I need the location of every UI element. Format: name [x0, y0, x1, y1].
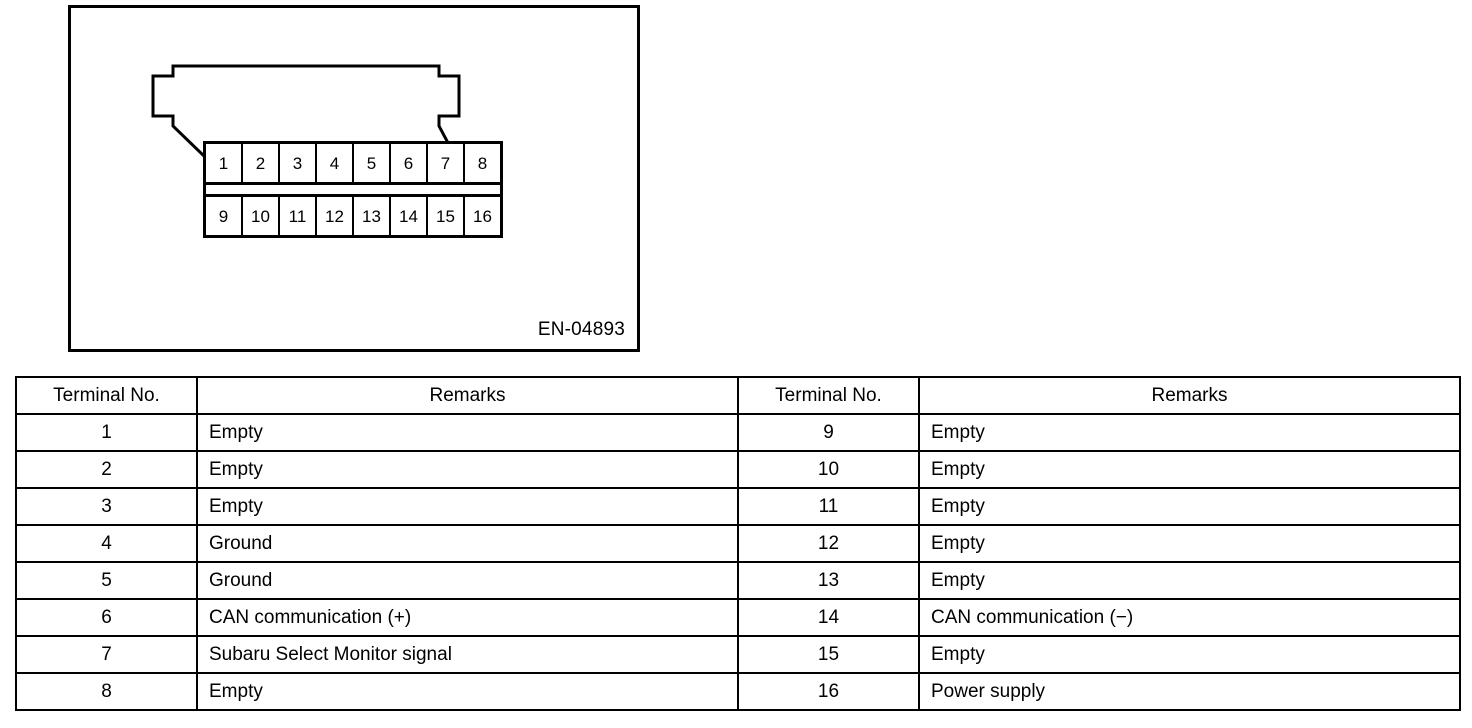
table-row: 1 Empty 9 Empty [15, 413, 1461, 452]
cell-terminal-4: 4 [15, 524, 198, 563]
cell-remark-8: Empty [196, 672, 739, 711]
cell-terminal-1: 1 [15, 413, 198, 452]
pin-cell-16: 16 [465, 197, 500, 235]
cell-remark-12: Empty [918, 524, 1461, 563]
cell-remark-4: Ground [196, 524, 739, 563]
table-body: 1 Empty 9 Empty 2 Empty 10 Empty 3 Empty… [15, 413, 1461, 711]
cell-remark-11: Empty [918, 487, 1461, 526]
cell-terminal-7: 7 [15, 635, 198, 674]
table-row: 4 Ground 12 Empty [15, 524, 1461, 563]
table-row: 2 Empty 10 Empty [15, 450, 1461, 489]
cell-remark-7: Subaru Select Monitor signal [196, 635, 739, 674]
table-header: Terminal No. Remarks Terminal No. Remark… [15, 376, 1461, 415]
pin-cell-10: 10 [243, 197, 280, 235]
cell-remark-2: Empty [196, 450, 739, 489]
header-remarks-right: Remarks [918, 376, 1461, 415]
cell-terminal-9: 9 [737, 413, 920, 452]
table-row: 6 CAN communication (+) 14 CAN communica… [15, 598, 1461, 637]
header-terminal-no-left: Terminal No. [15, 376, 198, 415]
cell-remark-16: Power supply [918, 672, 1461, 711]
pin-cell-2: 2 [243, 144, 280, 182]
pin-cell-11: 11 [280, 197, 317, 235]
cell-remark-13: Empty [918, 561, 1461, 600]
figure-code-label: EN-04893 [537, 319, 625, 340]
pin-cell-1: 1 [206, 144, 243, 182]
pin-cell-15: 15 [428, 197, 465, 235]
cell-remark-1: Empty [196, 413, 739, 452]
pin-cell-6: 6 [391, 144, 428, 182]
pin-row-top: 1 2 3 4 5 6 7 8 [206, 144, 500, 182]
cell-terminal-13: 13 [737, 561, 920, 600]
pin-cell-7: 7 [428, 144, 465, 182]
cell-terminal-11: 11 [737, 487, 920, 526]
pin-cell-14: 14 [391, 197, 428, 235]
table-row: 8 Empty 16 Power supply [15, 672, 1461, 711]
pin-cell-12: 12 [317, 197, 354, 235]
table-row: 3 Empty 11 Empty [15, 487, 1461, 526]
header-remarks-left: Remarks [196, 376, 739, 415]
cell-remark-3: Empty [196, 487, 739, 526]
cell-terminal-8: 8 [15, 672, 198, 711]
table-row: 7 Subaru Select Monitor signal 15 Empty [15, 635, 1461, 674]
cell-terminal-14: 14 [737, 598, 920, 637]
cell-terminal-16: 16 [737, 672, 920, 711]
cell-remark-6: CAN communication (+) [196, 598, 739, 637]
pin-row-divider [206, 182, 500, 197]
cell-terminal-12: 12 [737, 524, 920, 563]
cell-remark-9: Empty [918, 413, 1461, 452]
pin-cell-4: 4 [317, 144, 354, 182]
cell-terminal-2: 2 [15, 450, 198, 489]
pin-number-grid: 1 2 3 4 5 6 7 8 9 10 11 12 13 14 15 16 [203, 141, 503, 238]
pin-cell-5: 5 [354, 144, 391, 182]
cell-terminal-3: 3 [15, 487, 198, 526]
connector-figure-frame: 1 2 3 4 5 6 7 8 9 10 11 12 13 14 15 16 E… [68, 5, 640, 352]
cell-remark-14: CAN communication (−) [918, 598, 1461, 637]
terminal-remarks-table: Terminal No. Remarks Terminal No. Remark… [15, 376, 1461, 711]
table-header-row: Terminal No. Remarks Terminal No. Remark… [15, 376, 1461, 415]
header-terminal-no-right: Terminal No. [737, 376, 920, 415]
cell-remark-5: Ground [196, 561, 739, 600]
pin-row-bottom: 9 10 11 12 13 14 15 16 [206, 197, 500, 235]
cell-remark-10: Empty [918, 450, 1461, 489]
cell-terminal-15: 15 [737, 635, 920, 674]
cell-terminal-6: 6 [15, 598, 198, 637]
cell-terminal-10: 10 [737, 450, 920, 489]
cell-remark-15: Empty [918, 635, 1461, 674]
pin-cell-3: 3 [280, 144, 317, 182]
pin-cell-8: 8 [465, 144, 500, 182]
pin-cell-13: 13 [354, 197, 391, 235]
table-row: 5 Ground 13 Empty [15, 561, 1461, 600]
cell-terminal-5: 5 [15, 561, 198, 600]
pin-cell-9: 9 [206, 197, 243, 235]
